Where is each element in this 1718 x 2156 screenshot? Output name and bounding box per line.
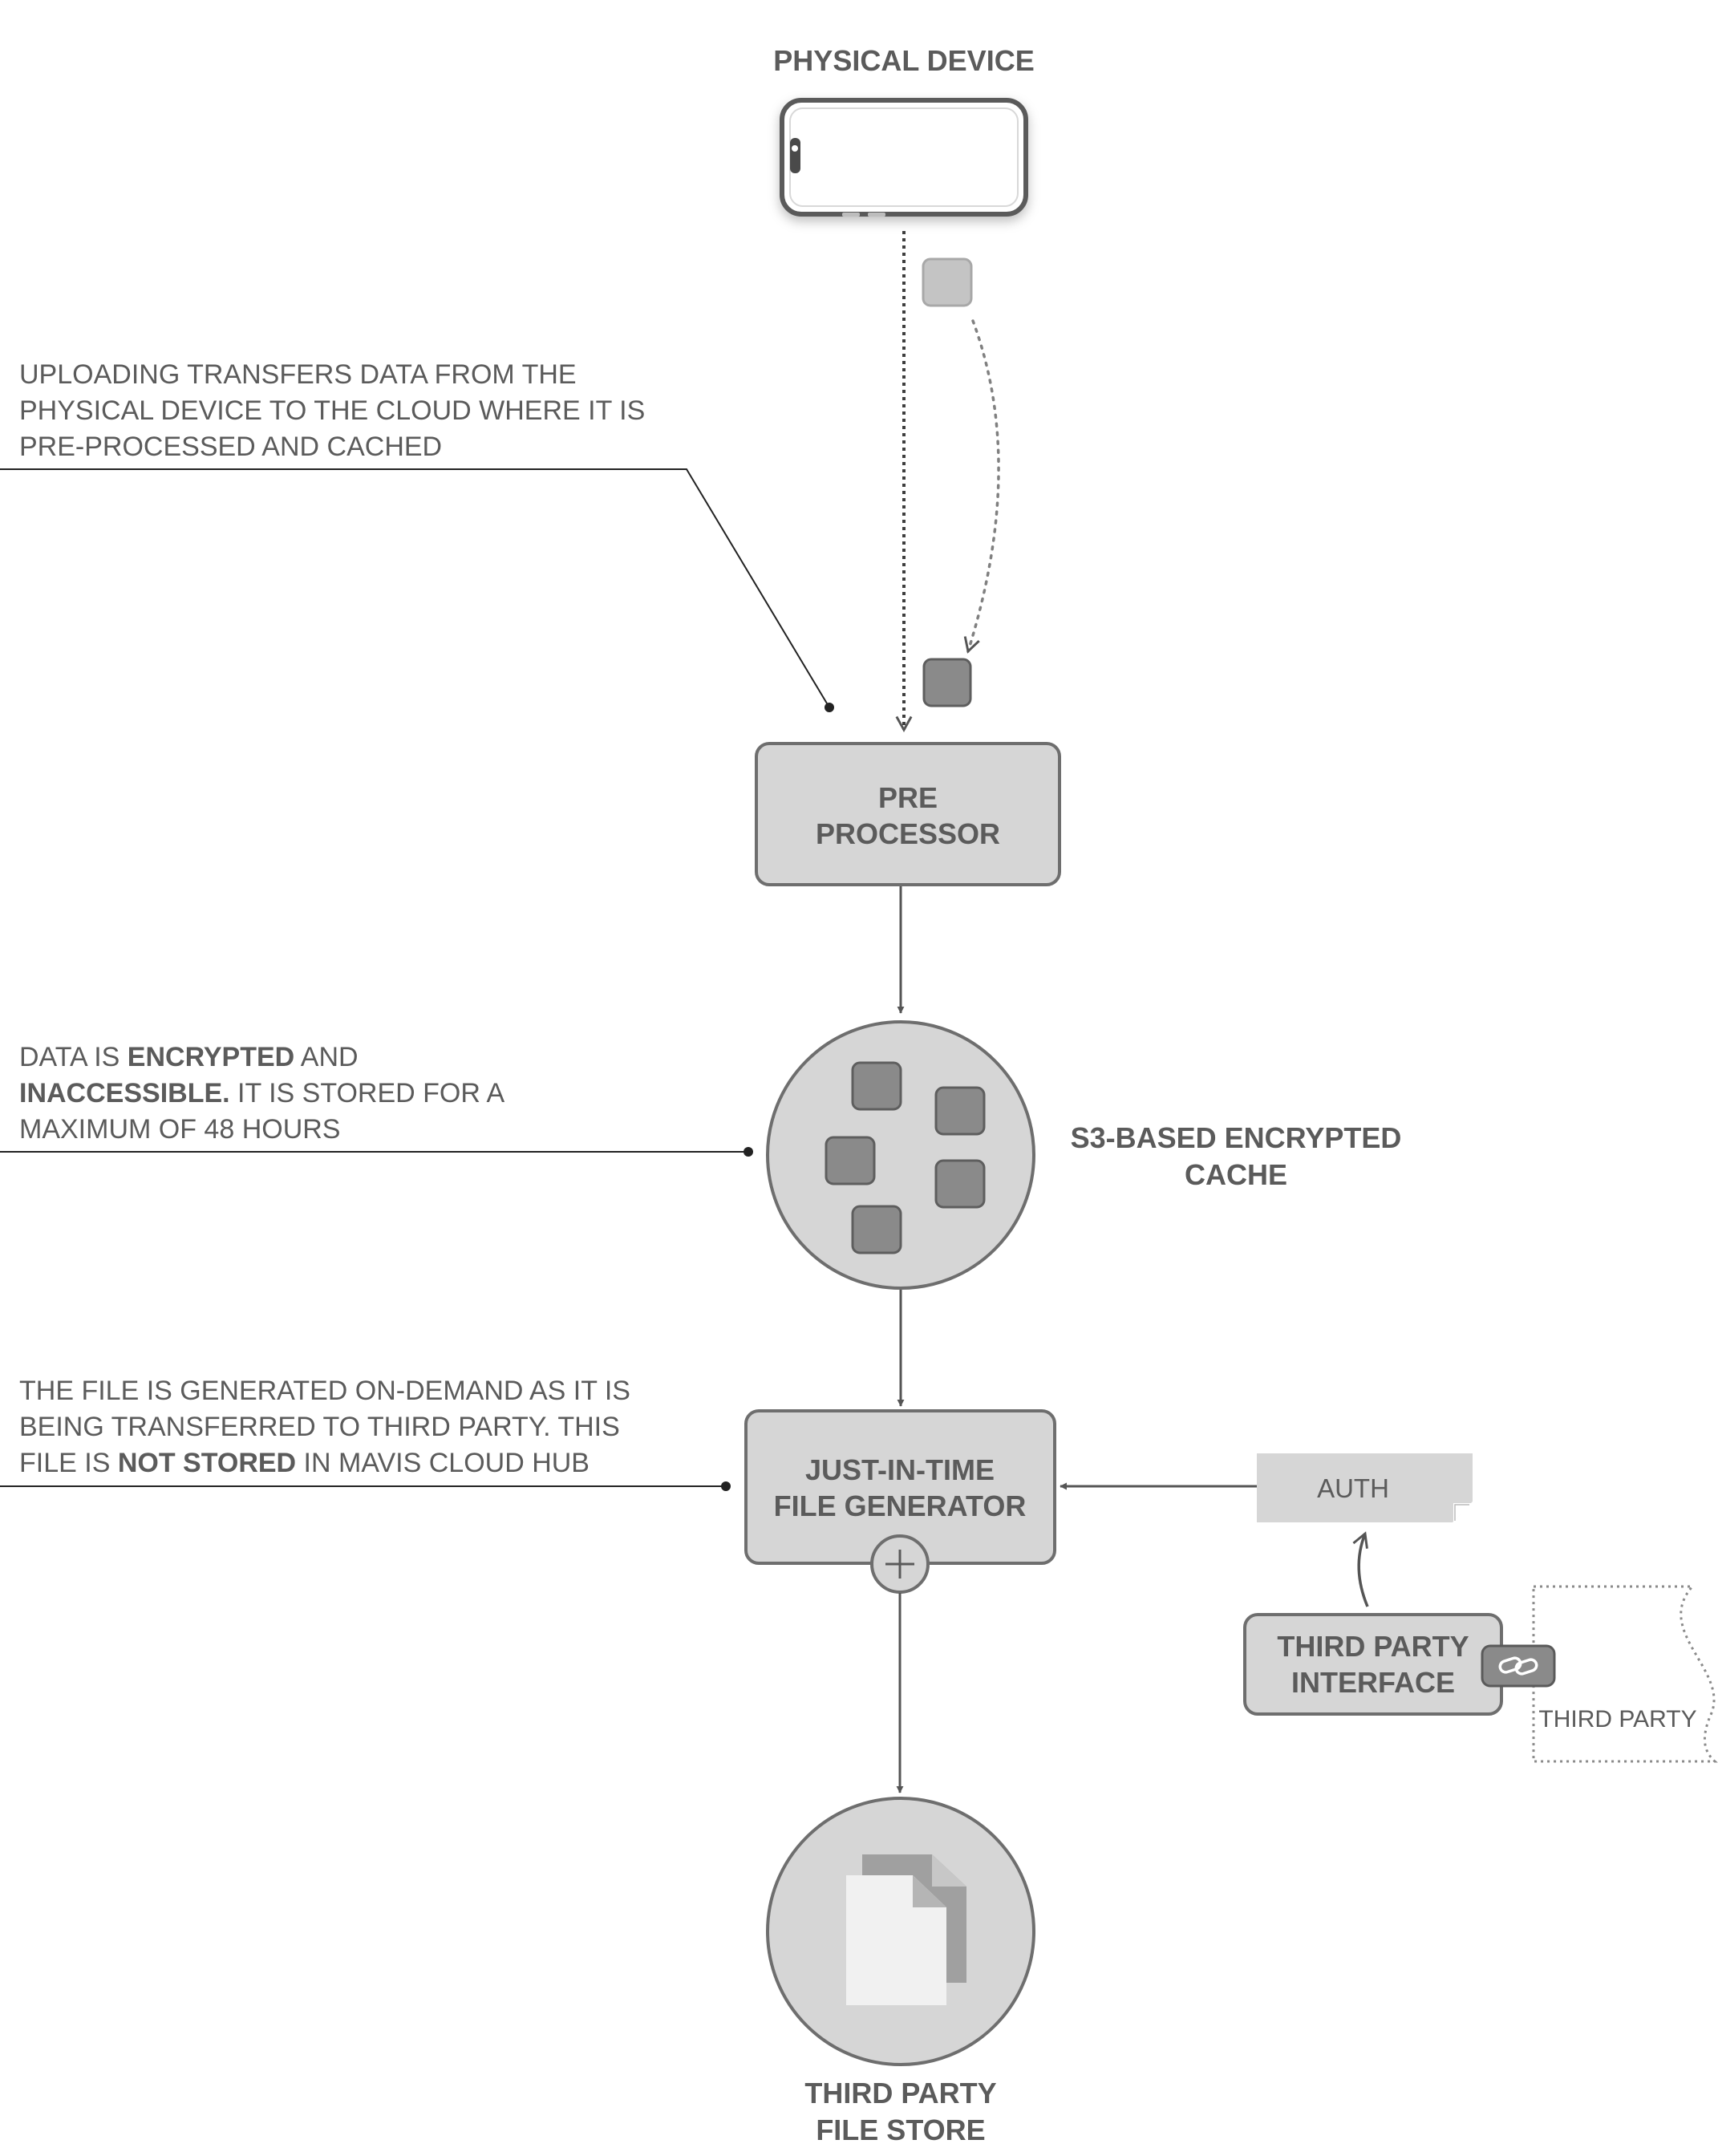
third-party-outline [1532, 1585, 1718, 1763]
documents-icon [846, 1854, 966, 2005]
preprocessor-label-line2: PROCESSOR [816, 817, 1000, 850]
auth-label: AUTH [1317, 1473, 1389, 1503]
phone-icon [780, 98, 1028, 217]
upload-note-leader [0, 468, 830, 708]
cache-note-leader-dot [744, 1147, 753, 1157]
preprocessor-box[interactable] [755, 742, 1061, 886]
cache-note-line3: MAXIMUM OF 48 HOURS [19, 1114, 340, 1145]
third-party-interface-label-line1: THIRD PARTY [1277, 1630, 1469, 1663]
data-packet-icon [922, 658, 972, 707]
data-packet-light [922, 257, 973, 307]
interface-to-auth-arrow [1352, 1531, 1369, 1607]
generator-note-line1: THE FILE IS GENERATED ON-DEMAND AS IT IS [19, 1376, 630, 1406]
generator-note-line2: BEING TRANSFERRED TO THIRD PARTY. THIS [19, 1412, 620, 1442]
physical-device-label: PHYSICAL DEVICE [773, 44, 1034, 77]
upload-note-line2: PHYSICAL DEVICE TO THE CLOUD WHERE IT IS [19, 395, 645, 426]
link-icon[interactable] [1481, 1644, 1556, 1688]
third-party-label: THIRD PARTY [1538, 1706, 1696, 1732]
generator-note-line3: FILE IS NOT STORED IN MAVIS CLOUD HUB [19, 1448, 590, 1478]
upload-note-line1: UPLOADING TRANSFERS DATA FROM THE [19, 359, 577, 390]
generator-label-line2: FILE GENERATOR [774, 1489, 1027, 1522]
preprocessor-label-line1: PRE [878, 781, 938, 814]
third-party-interface-label-line2: INTERFACE [1291, 1666, 1455, 1699]
upload-note-line3: PRE-PROCESSED AND CACHED [19, 432, 442, 462]
auth-document[interactable] [1257, 1453, 1473, 1522]
cache-label-line1: S3-BASED ENCRYPTED [1071, 1121, 1402, 1154]
upload-note-leader-dot [825, 703, 834, 712]
cache-label-line2: CACHE [1185, 1158, 1287, 1191]
cache-note-line2: INACCESSIBLE. IT IS STORED FOR A [19, 1078, 505, 1108]
plus-icon[interactable] [870, 1534, 930, 1594]
cache-packets [825, 1061, 986, 1254]
packet-transfer-curve [963, 319, 1000, 654]
file-store-label-line2: FILE STORE [816, 2113, 985, 2146]
generator-label-line1: JUST-IN-TIME [805, 1453, 995, 1486]
generator-note-leader-dot [721, 1481, 731, 1491]
file-store-label-line1: THIRD PARTY [804, 2077, 996, 2109]
cache-note-line1: DATA IS ENCRYPTED AND [19, 1042, 359, 1072]
